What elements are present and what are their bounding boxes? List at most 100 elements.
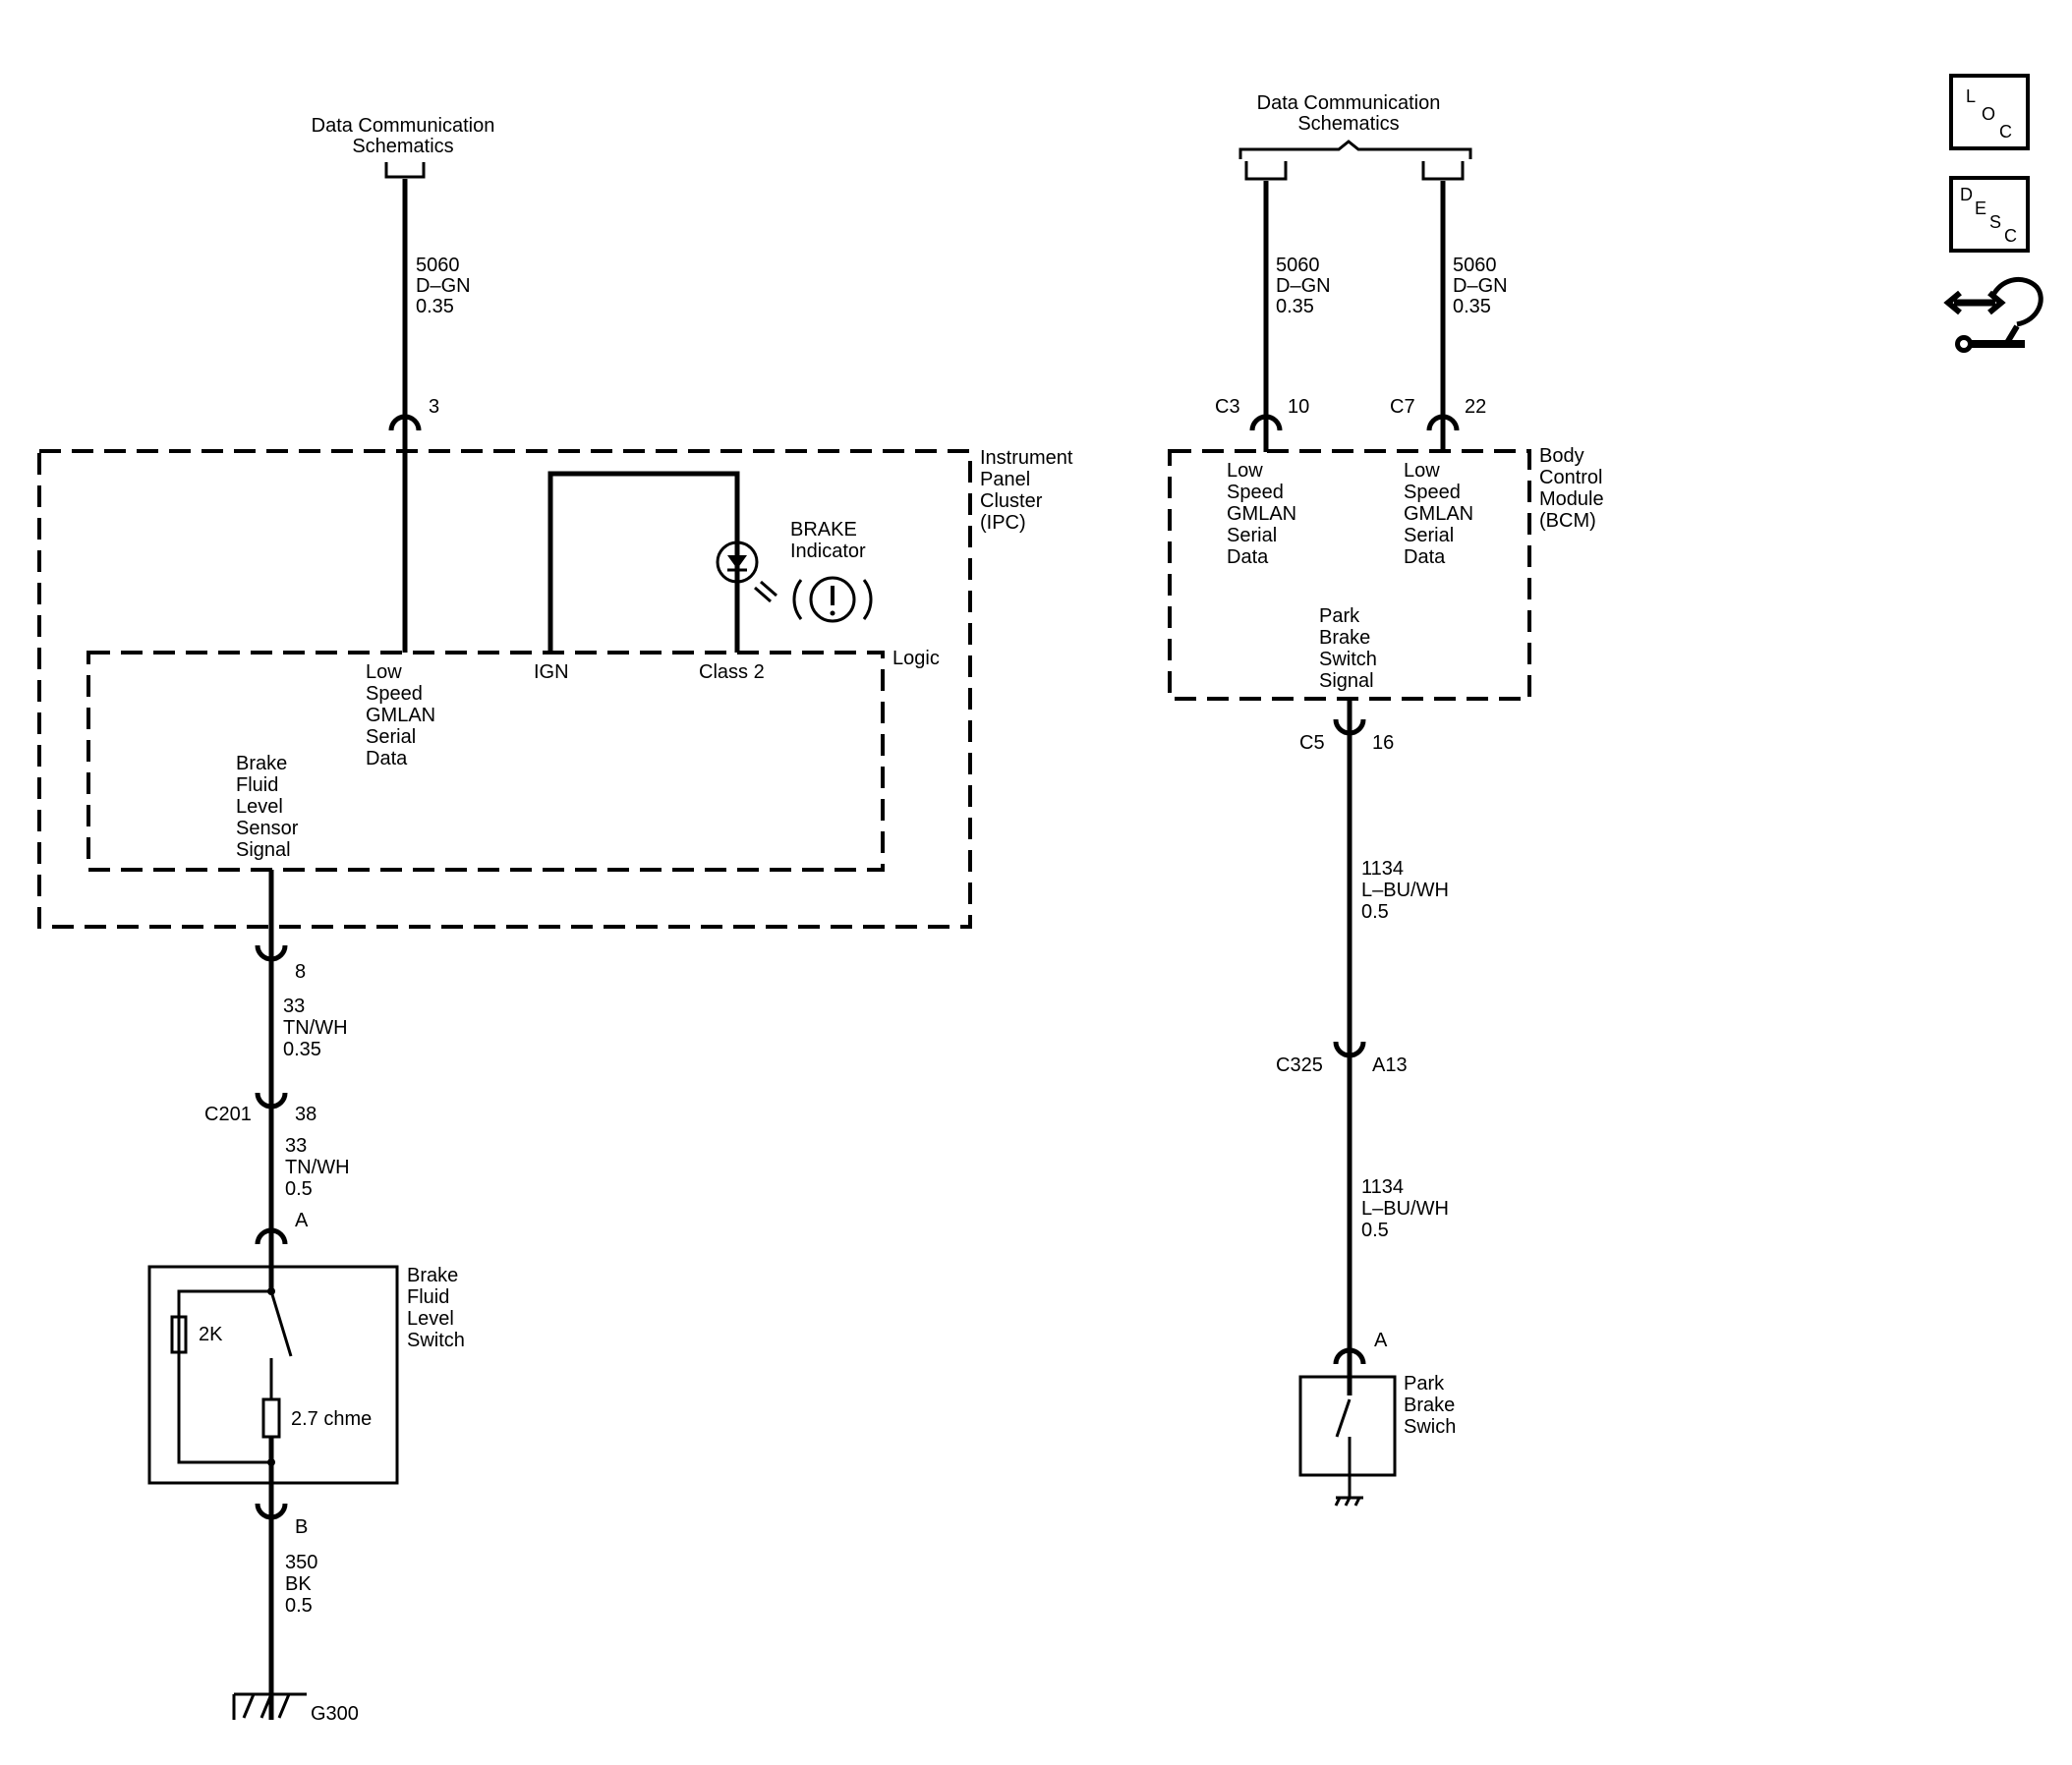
wire-350-color: BK — [285, 1573, 312, 1595]
gmlan-label-line2: Speed — [366, 683, 423, 705]
sensor-label-line4: Sensor — [236, 818, 299, 839]
right-ref-bracket-left — [1244, 161, 1288, 181]
bcm-label-line4: (BCM) — [1539, 510, 1596, 532]
c5-pin-label: 16 — [1372, 732, 1394, 754]
park-signal-label-line4: Signal — [1319, 670, 1374, 692]
left-top-wire-color: D–GN — [416, 275, 471, 297]
left-ref-title-line1[interactable]: Data Communication — [312, 115, 495, 137]
fluid-switch-pin-b-label: B — [295, 1516, 308, 1538]
loc-button-letter-l: L — [1966, 86, 1976, 106]
sensor-label-line1: Brake — [236, 753, 287, 774]
c201-connector-label: C201 — [204, 1104, 252, 1125]
fluid-switch-label-line1: Brake — [407, 1265, 458, 1286]
fluid-switch-label-line4: Switch — [407, 1330, 465, 1351]
bcm-gmlan-right-line3: GMLAN — [1404, 503, 1473, 525]
gmlan-label-line1: Low — [366, 661, 402, 683]
c3-pin-label: 10 — [1288, 396, 1309, 418]
ipc-pin-3-connector — [388, 414, 422, 431]
ipc-label-line2: Panel — [980, 469, 1030, 490]
fluid-switch-label-line3: Level — [407, 1308, 454, 1330]
desc-button-letter-e: E — [1975, 199, 1986, 218]
c325-connector-label: C325 — [1276, 1054, 1323, 1076]
ipc-pin-3-label: 3 — [429, 396, 439, 418]
desc-button-letter-c: C — [2004, 226, 2017, 246]
arrows-wrench-icon[interactable] — [1943, 277, 2043, 353]
c5-connector-label: C5 — [1299, 732, 1325, 754]
wire-1134b-color: L–BU/WH — [1361, 1198, 1449, 1220]
fluid-switch-pin-a-label: A — [295, 1210, 309, 1231]
right-ref-title-line2[interactable]: Schematics — [1297, 113, 1399, 135]
ground-g300-label: G300 — [311, 1703, 359, 1725]
brake-indicator-label-line2: Indicator — [790, 541, 866, 562]
wire-33a-size: 0.35 — [283, 1039, 321, 1060]
bcm-gmlan-left-line1: Low — [1227, 460, 1263, 482]
bcm-gmlan-right-line2: Speed — [1404, 482, 1461, 503]
bcm-gmlan-right-line1: Low — [1404, 460, 1440, 482]
class2-label: Class 2 — [699, 661, 765, 683]
ipc-label-line3: Cluster — [980, 490, 1043, 512]
wire-33a-color: TN/WH — [283, 1017, 348, 1039]
ipc-pin-8-label: 8 — [295, 961, 306, 983]
bcm-module-box — [1168, 449, 1531, 701]
brake-indicator-label-line1: BRAKE — [790, 519, 857, 541]
fluid-switch-pin-b-connector — [255, 1503, 288, 1520]
wire-350-size: 0.5 — [285, 1595, 313, 1617]
left-top-wire-circuit: 5060 — [416, 255, 460, 276]
ipc-label-line1: Instrument — [980, 447, 1073, 469]
desc-button-letter-s: S — [1989, 212, 2001, 232]
park-switch-pin-a-label: A — [1374, 1330, 1388, 1351]
gmlan-label-line5: Data — [366, 748, 408, 769]
loc-button[interactable]: L O C — [1949, 74, 2030, 150]
c3-connector — [1249, 414, 1283, 431]
loc-button-letter-o: O — [1982, 104, 1995, 124]
bcm-label-line1: Body — [1539, 445, 1584, 467]
bcm-gmlan-left-line2: Speed — [1227, 482, 1284, 503]
gmlan-label-line3: GMLAN — [366, 705, 435, 726]
wire-33a-circuit: 33 — [283, 996, 305, 1017]
wire-1134b-circuit: 1134 — [1361, 1176, 1404, 1198]
c325-pin-label: A13 — [1372, 1054, 1408, 1076]
ign-label: IGN — [534, 661, 569, 683]
right-wire-right-circuit: 5060 — [1453, 255, 1497, 276]
ipc-pin-8-connector — [255, 944, 288, 962]
logic-label: Logic — [892, 648, 940, 669]
ipc-label-line4: (IPC) — [980, 512, 1026, 534]
right-wire-left-color: D–GN — [1276, 275, 1331, 297]
wire-33b-circuit: 33 — [285, 1135, 307, 1157]
ign-lamp-wire — [547, 471, 740, 653]
brake-warning-icon — [792, 576, 873, 623]
brake-lamp-icon — [716, 541, 777, 603]
bcm-label-line3: Module — [1539, 488, 1604, 510]
c5-connector — [1333, 718, 1366, 736]
resistor-2k-label: 2K — [199, 1324, 223, 1345]
left-top-wire-size: 0.35 — [416, 296, 454, 317]
fluid-switch-pin-a-connector — [255, 1227, 288, 1245]
bcm-label-line2: Control — [1539, 467, 1602, 488]
ground-g300-icon — [232, 1692, 307, 1720]
fluid-switch-circuit — [147, 1244, 399, 1485]
right-wire-left-circuit: 5060 — [1276, 255, 1320, 276]
park-switch-label-line2: Brake — [1404, 1395, 1455, 1416]
ipc-logic-box — [86, 651, 885, 872]
wire-350-circuit: 350 — [285, 1552, 317, 1573]
right-wire-right-color: D–GN — [1453, 275, 1508, 297]
right-ref-bracket-right — [1421, 161, 1465, 181]
park-switch-label-line1: Park — [1404, 1373, 1445, 1395]
c201-pin-label: 38 — [295, 1104, 317, 1125]
right-circuit: Data Communication Schematics 5060 D–GN … — [1168, 92, 1604, 1507]
c7-pin-label: 22 — [1465, 396, 1486, 418]
park-signal-label-line1: Park — [1319, 605, 1360, 627]
wire-33b-size: 0.5 — [285, 1178, 313, 1200]
c201-connector — [255, 1092, 288, 1110]
right-ref-title-line1[interactable]: Data Communication — [1257, 92, 1441, 114]
desc-button[interactable]: D E S C — [1949, 176, 2030, 253]
left-ref-title-line2[interactable]: Schematics — [352, 136, 453, 157]
bcm-gmlan-left-line3: GMLAN — [1227, 503, 1296, 525]
gmlan-label-line4: Serial — [366, 726, 416, 748]
left-ref-bracket — [384, 162, 426, 179]
bcm-gmlan-right-line4: Serial — [1404, 525, 1454, 546]
nav-panel: L O C D E S C — [1943, 74, 2043, 353]
right-wire-left-size: 0.35 — [1276, 296, 1314, 317]
sensor-label-line5: Signal — [236, 839, 291, 861]
desc-button-letter-d: D — [1960, 185, 1973, 204]
